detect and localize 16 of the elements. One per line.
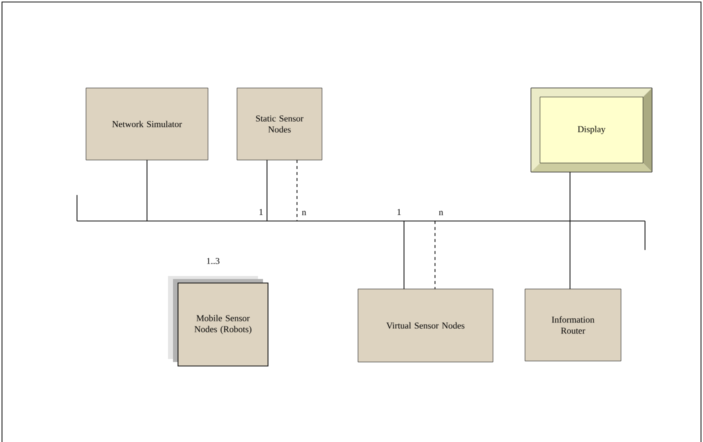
multiplicity-label: n [302,210,306,216]
component-box: Virtual Sensor Nodes [358,288,494,362]
multiplicity-label: 1 [260,209,263,215]
component-box: Network Simulator [86,88,208,160]
connector-line [296,160,298,222]
bus-line [76,194,646,250]
display-box: Display [530,88,652,172]
component-box: Static Sensor Nodes [236,88,322,160]
multiplicity-label: 1..3 [207,258,220,264]
connector-line [146,160,148,222]
connector-line [434,220,436,290]
component-box: Information Router [524,288,622,362]
multiplicity-label: 1 [398,209,401,215]
connector-line [266,160,268,222]
multiplicity-label: n [438,210,444,216]
stacked-box: Mobile Sensor Nodes (Robots) [168,276,268,366]
